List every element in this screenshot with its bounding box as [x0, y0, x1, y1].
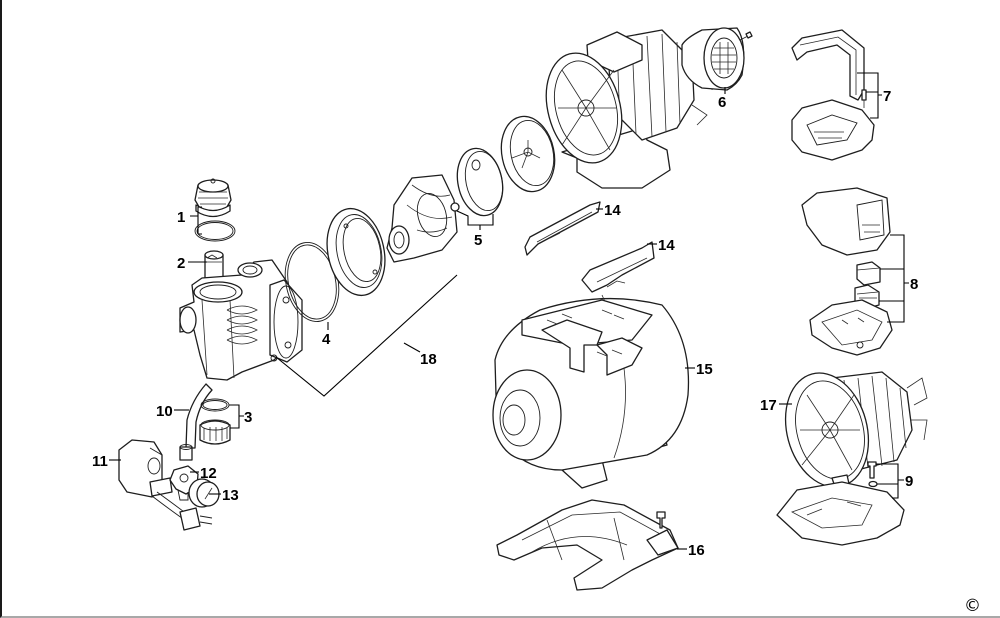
- part-pressure-switch: [118, 439, 198, 526]
- callout-2: 2: [177, 255, 185, 272]
- part-bracket-lower: [581, 241, 655, 293]
- copyright-symbol: ©: [964, 596, 981, 616]
- callout-9: 9: [905, 473, 913, 490]
- part-switch-1: [856, 261, 881, 286]
- callout-15: 15: [696, 361, 713, 378]
- part-washer-9: [868, 480, 878, 488]
- callout-10: 10: [156, 403, 173, 420]
- part-motor-right: [784, 371, 928, 491]
- part-cover-plate: [326, 207, 386, 297]
- part-tank-base-bolt: [656, 511, 666, 529]
- callout-14-lower: 14: [658, 237, 675, 254]
- part-hose: [185, 383, 213, 449]
- callout-17: 17: [760, 397, 777, 414]
- part-impeller: [456, 147, 504, 217]
- part-tank-base: [496, 499, 679, 591]
- callout-13: 13: [222, 487, 239, 504]
- leader-lines: [109, 72, 909, 550]
- part-o-ring-1: [194, 220, 236, 242]
- callout-5: 5: [474, 232, 482, 249]
- callout-16: 16: [688, 542, 705, 559]
- part-screw-9: [867, 461, 877, 479]
- callout-1: 1: [177, 209, 185, 226]
- part-bracket-upper: [524, 201, 601, 256]
- callout-18: 18: [420, 351, 437, 368]
- part-fan-cover: [681, 27, 753, 91]
- part-pressure-gauge: [188, 478, 220, 508]
- part-expansion-tank: [492, 294, 690, 489]
- callout-8: 8: [910, 276, 918, 293]
- part-switch-base: [809, 299, 893, 356]
- part-handle: [791, 29, 865, 101]
- callout-7: 7: [883, 88, 891, 105]
- part-handle-screw: [861, 89, 867, 108]
- part-o-ring-3: [200, 398, 230, 412]
- part-pump-body: [179, 259, 303, 381]
- callout-6: 6: [718, 94, 726, 111]
- callout-3: 3: [244, 409, 252, 426]
- part-diffuser: [386, 174, 458, 263]
- callout-labels: 1 2 3 4 5 6 7 8 9 10 11 12 13 14 14 15 1…: [92, 88, 918, 559]
- callout-12: 12: [200, 465, 217, 482]
- part-nut-3: [199, 419, 231, 445]
- part-base-housing: [776, 481, 905, 546]
- part-top-cover: [791, 99, 875, 161]
- part-impeller-nut: [450, 202, 460, 212]
- part-small-fitting: [179, 444, 193, 461]
- part-plug: [179, 507, 213, 531]
- callout-4: 4: [322, 331, 331, 348]
- part-motor-top: [545, 29, 715, 189]
- part-filler-cap: [194, 178, 232, 218]
- part-seal-plate: [500, 115, 556, 193]
- part-switch-housing: [801, 187, 891, 256]
- callout-11: 11: [92, 453, 108, 470]
- callout-14-upper: 14: [604, 202, 621, 219]
